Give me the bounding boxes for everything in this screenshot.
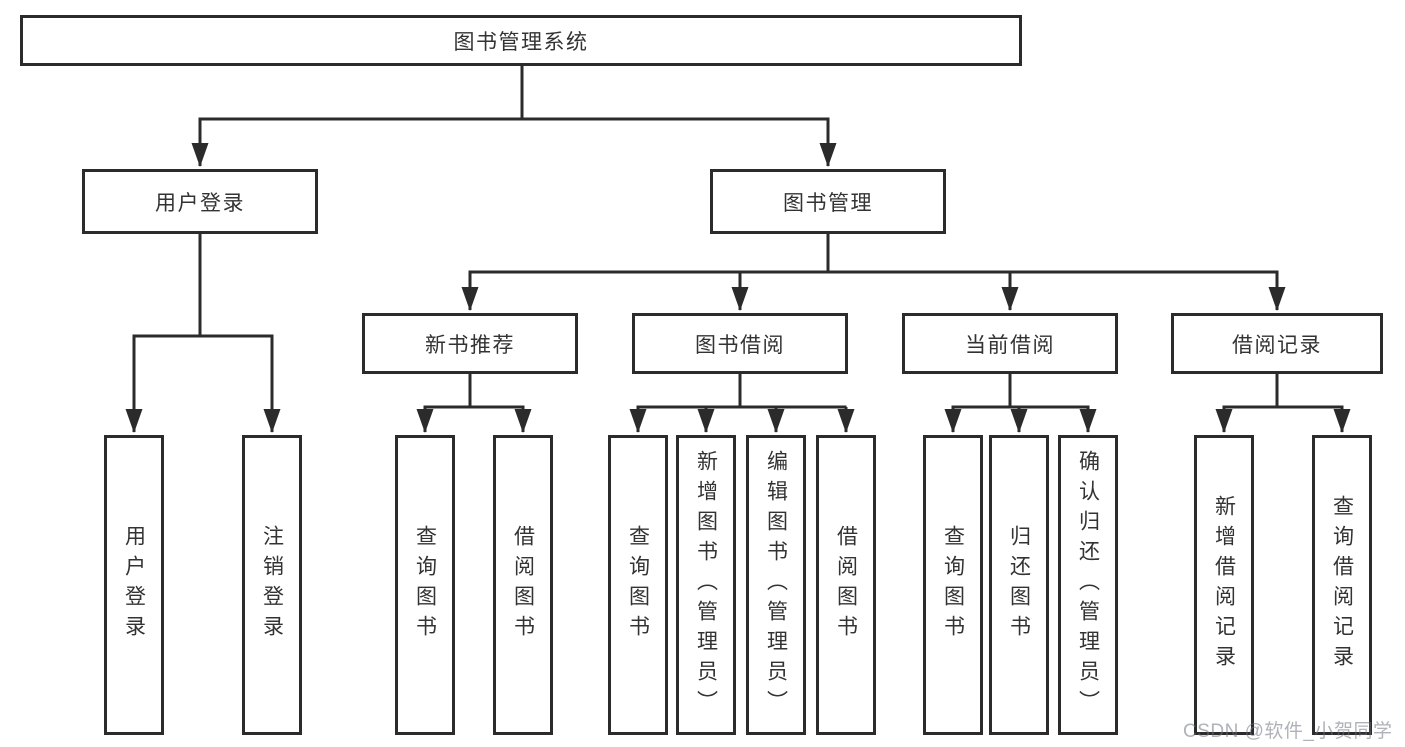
leaf-query-books-current: 查询图书 <box>923 435 983 735</box>
leaf-logout: 注销登录 <box>242 435 302 735</box>
leaf-user-login: 用户登录 <box>104 435 164 735</box>
node-book-borrowing: 图书借阅 <box>632 313 848 374</box>
leaf-edit-book-admin: 编辑图书（管理员） <box>746 435 806 735</box>
node-root-system: 图书管理系统 <box>20 15 1022 66</box>
csdn-watermark: CSDN @软件_小贺同学 <box>1183 721 1393 742</box>
leaf-confirm-return-admin: 确认归还（管理员） <box>1058 435 1118 735</box>
node-borrowing-records: 借阅记录 <box>1171 313 1383 374</box>
node-user-login: 用户登录 <box>82 169 318 234</box>
node-book-management: 图书管理 <box>710 169 946 234</box>
leaf-add-book-admin: 新增图书（管理员） <box>676 435 736 735</box>
node-current-borrowing: 当前借阅 <box>902 313 1118 374</box>
leaf-borrow-books-borrowing: 借阅图书 <box>816 435 876 735</box>
leaf-return-books: 归还图书 <box>989 435 1049 735</box>
leaf-query-books-recommend: 查询图书 <box>395 435 455 735</box>
leaf-borrow-books-recommend: 借阅图书 <box>493 435 553 735</box>
leaf-query-books-borrowing: 查询图书 <box>608 435 668 735</box>
leaf-query-borrow-record: 查询借阅记录 <box>1312 435 1372 735</box>
leaf-add-borrow-record: 新增借阅记录 <box>1194 435 1254 735</box>
node-new-book-recommendation: 新书推荐 <box>362 313 578 374</box>
